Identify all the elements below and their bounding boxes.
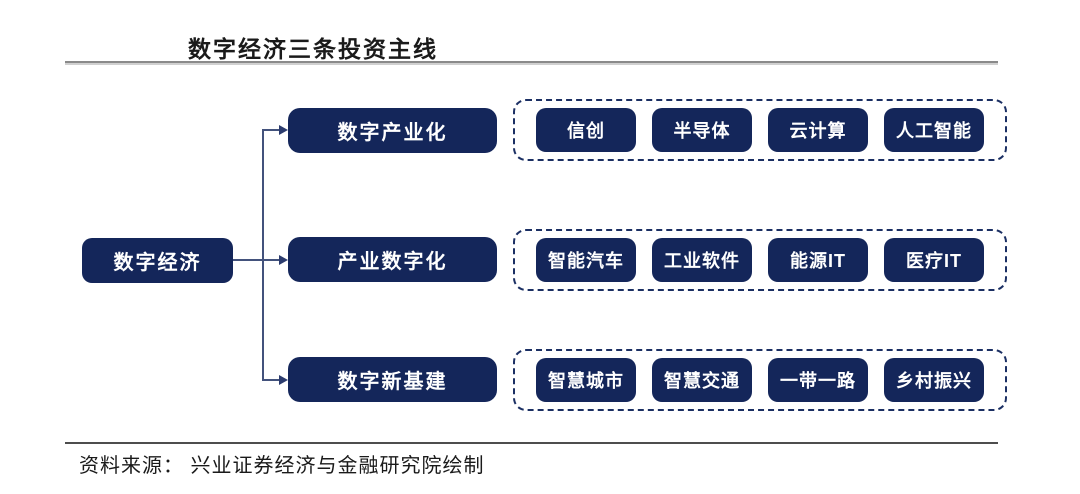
item-label: 智慧城市 [548, 371, 624, 391]
arrowhead-branch2-icon [279, 255, 288, 265]
branch-node-industry-digitalization: 产业数字化 [288, 237, 497, 282]
connector-to-branch1 [262, 129, 280, 131]
arrowhead-branch1-icon [279, 125, 288, 135]
title-rule [65, 61, 998, 63]
source-rule [65, 442, 998, 444]
branch-node-label: 产业数字化 [337, 251, 448, 273]
item-node: 半导体 [652, 108, 752, 152]
item-label: 乡村振兴 [896, 371, 972, 391]
item-node: 工业软件 [652, 238, 752, 282]
item-node: 医疗IT [884, 238, 984, 282]
item-node: 智慧城市 [536, 358, 636, 402]
item-node: 乡村振兴 [884, 358, 984, 402]
item-label: 半导体 [673, 121, 731, 141]
item-node: 智慧交通 [652, 358, 752, 402]
branch3-items-group: 智慧城市 智慧交通 一带一路 乡村振兴 [513, 349, 1007, 411]
connector-vertical-trunk [262, 130, 264, 380]
item-label: 信创 [567, 121, 605, 141]
item-label: 人工智能 [896, 121, 972, 141]
item-label: 能源IT [790, 251, 846, 271]
item-label: 医疗IT [906, 251, 962, 271]
item-label: 工业软件 [664, 251, 740, 271]
source-note: 资料来源： 兴业证券经济与金融研究院绘制 [79, 455, 485, 477]
item-label: 智慧交通 [664, 371, 740, 391]
item-node: 能源IT [768, 238, 868, 282]
branch1-items-group: 信创 半导体 云计算 人工智能 [513, 99, 1007, 161]
branch-node-label: 数字新基建 [337, 371, 448, 393]
branch2-items-group: 智能汽车 工业软件 能源IT 医疗IT [513, 229, 1007, 291]
item-node: 云计算 [768, 108, 868, 152]
item-node: 一带一路 [768, 358, 868, 402]
item-label: 一带一路 [780, 371, 856, 391]
branch-node-label: 数字产业化 [337, 122, 448, 144]
item-node: 信创 [536, 108, 636, 152]
figure-title: 数字经济三条投资主线 [188, 36, 438, 62]
root-node-label: 数字经济 [113, 252, 202, 274]
item-label: 智能汽车 [548, 251, 624, 271]
item-node: 智能汽车 [536, 238, 636, 282]
branch-node-digital-new-infrastructure: 数字新基建 [288, 357, 497, 402]
branch-node-digital-industrialization: 数字产业化 [288, 108, 497, 153]
connector-to-branch3 [262, 379, 280, 381]
arrowhead-branch3-icon [279, 375, 288, 385]
root-node: 数字经济 [82, 238, 233, 283]
connector-root-to-branch2 [233, 259, 280, 261]
item-label: 云计算 [789, 121, 847, 141]
item-node: 人工智能 [884, 108, 984, 152]
